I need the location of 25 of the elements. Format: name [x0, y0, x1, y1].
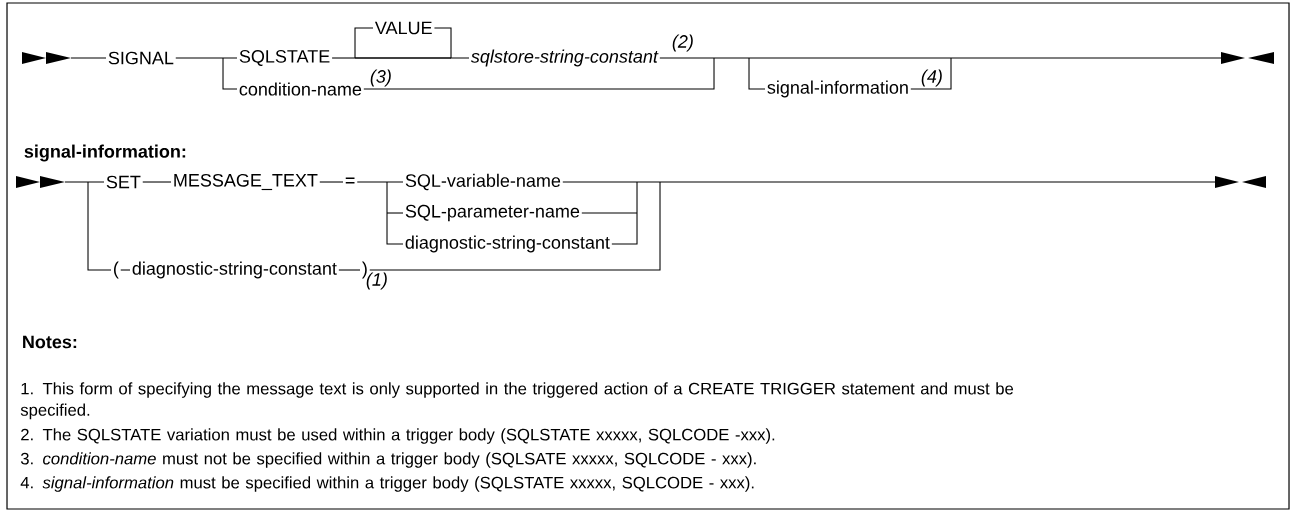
note-text: 3. condition-name must not be specified within a trigger body (SQLSATE xxxxx, SQLCODE - xxx).: [20, 452, 756, 468]
footnote-reference: (2): [672, 34, 693, 52]
syntax-keyword: SET: [106, 175, 141, 189]
note-text: 2. The SQLSTATE variation must be used within a trigger body (SQLSTATE xxxxx, SQLCODE -xxx).: [21, 428, 775, 444]
footnote-reference: (4): [921, 69, 942, 87]
footnote-reference: (3): [370, 69, 391, 87]
syntax-variable: sqlstore-string-constant: [470, 49, 659, 67]
syntax-keyword: =: [345, 177, 355, 184]
footnote-reference: (1): [366, 272, 387, 290]
syntax-keyword: (: [114, 261, 119, 279]
syntax-keyword: diagnostic-string-constant: [405, 235, 610, 253]
syntax-keyword: VALUE: [374, 21, 432, 35]
syntax-keyword: SQL-parameter-name: [405, 204, 580, 222]
section-heading: Notes:: [23, 335, 77, 349]
syntax-keyword: SQLSTATE: [239, 50, 330, 66]
note-text: 1. This form of specifying the message text is only supported in the triggered action of a CREATE TRIGGER statement and must be specified.: [20, 382, 1014, 420]
section-heading: signal-information:: [24, 144, 186, 162]
syntax-keyword: signal-information: [767, 80, 908, 98]
note-text: 4. signal-information must be specified within a trigger body (SQLSTATE xxxxx, SQLCODE - xxx).: [20, 476, 754, 492]
syntax-keyword: diagnostic-string-constant: [132, 261, 337, 279]
syntax-keyword: condition-name: [239, 82, 362, 96]
syntax-keyword: SIGNAL: [108, 51, 174, 65]
syntax-keyword: MESSAGE_TEXT: [174, 173, 318, 191]
syntax-keyword: ): [362, 261, 367, 279]
syntax-keyword: SQL-variable-name: [405, 173, 561, 191]
